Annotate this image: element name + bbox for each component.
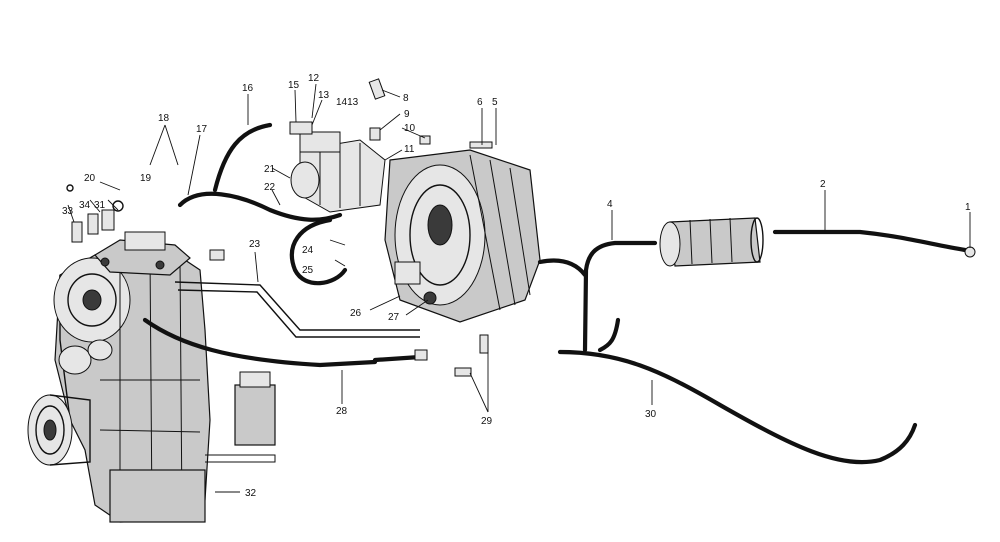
callout-20: 20	[84, 173, 96, 184]
callout-4: 4	[607, 199, 613, 210]
callout-18: 18	[158, 113, 170, 124]
oil-cooler	[290, 131, 386, 213]
valve-body	[94, 231, 191, 276]
callout-22: 22	[264, 182, 276, 193]
callout-29: 29	[481, 416, 493, 427]
hardware-fittings	[209, 78, 976, 377]
callout-10: 10	[404, 123, 416, 134]
gearbox-housing	[53, 249, 211, 523]
callout-26: 26	[350, 308, 362, 319]
callout-13a: 13	[318, 90, 330, 101]
converter-housing	[384, 149, 541, 323]
output-flange	[27, 394, 91, 466]
callout-8: 8	[403, 93, 409, 104]
callout-28: 28	[336, 406, 348, 417]
callout-1413: 1413	[336, 97, 359, 108]
callout-27: 27	[388, 312, 400, 323]
callout-33: 33	[62, 206, 74, 217]
callout-34: 34	[79, 200, 91, 211]
callout-32: 32	[245, 488, 257, 499]
callout-6: 6	[477, 97, 483, 108]
callout-23: 23	[249, 239, 261, 250]
small-fittings	[66, 184, 124, 243]
callout-12: 12	[308, 73, 320, 84]
callout-21: 21	[264, 164, 276, 175]
callout-9: 9	[404, 109, 410, 120]
callout-24: 24	[302, 245, 314, 256]
callout-25: 25	[302, 265, 314, 276]
callout-labels: 1 2 4 5 6 8 9 10 11 12 13 1413 15 16 17 …	[62, 73, 971, 499]
callout-11: 11	[404, 144, 415, 155]
callout-2: 2	[820, 179, 826, 190]
callout-31: 31	[94, 200, 106, 211]
callout-17: 17	[196, 124, 208, 135]
callout-15: 15	[288, 80, 300, 91]
callout-1: 1	[965, 202, 971, 213]
leader-lines	[67, 83, 971, 493]
hoses	[142, 122, 968, 465]
oil-filter	[659, 217, 764, 267]
callout-19: 19	[140, 173, 152, 184]
actuator	[205, 371, 276, 463]
callout-5: 5	[492, 97, 498, 108]
callout-30: 30	[645, 409, 657, 420]
callout-16: 16	[242, 83, 254, 94]
